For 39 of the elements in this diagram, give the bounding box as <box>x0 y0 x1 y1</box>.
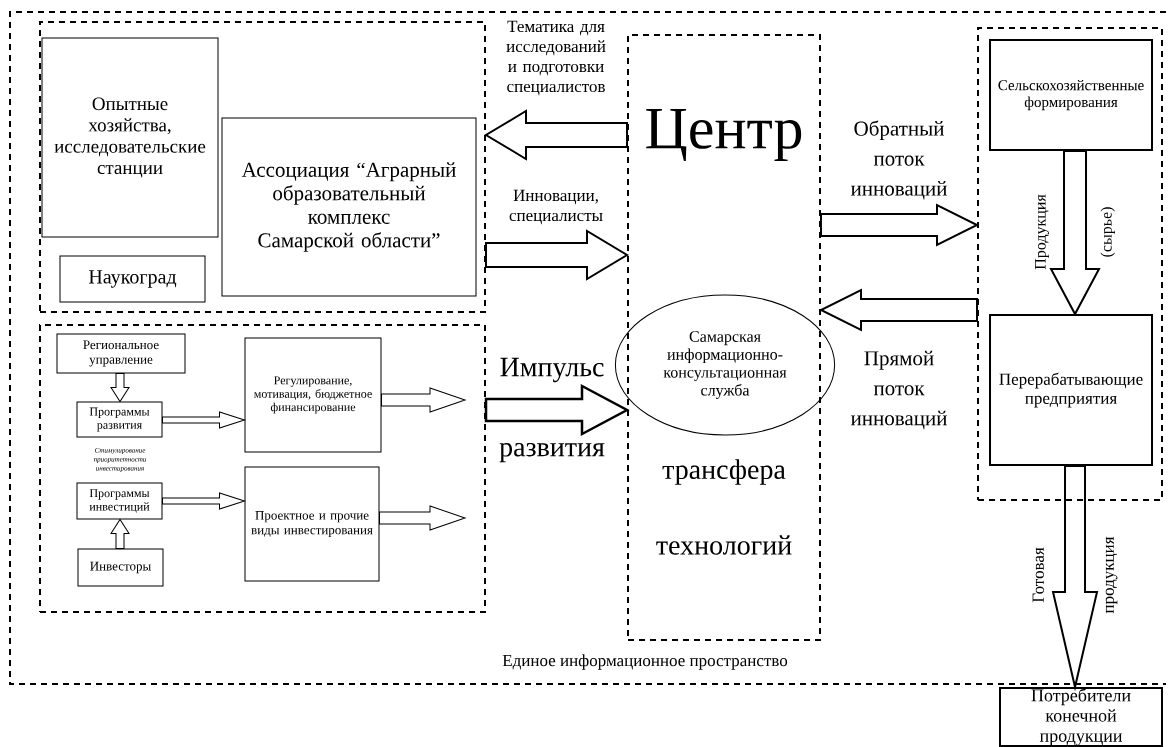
dashed-group <box>39 324 486 613</box>
block-arrow <box>110 373 130 402</box>
text-box: Перерабатывающие предприятия <box>989 314 1153 466</box>
block-arrow <box>110 519 130 549</box>
text-box: Программы развития <box>76 401 163 438</box>
block-arrow <box>1051 465 1099 692</box>
block-arrow <box>484 109 628 161</box>
dashed-group <box>977 27 1163 501</box>
text-box: Опытные хозяйства, исследовательские станции <box>41 37 219 238</box>
block-arrow <box>818 288 978 332</box>
text-box: Программы инвестиций <box>76 482 163 520</box>
edge-label: Готовая продукция <box>1032 536 1118 614</box>
text-box: Инвесторы <box>77 548 164 587</box>
block-arrow <box>162 411 245 429</box>
edge-label: Тематика для исследований и подготовки специалистов <box>506 20 606 96</box>
block-arrow <box>484 383 630 437</box>
edge-label: Прямой поток инноваций <box>850 350 947 430</box>
edge-label: Инновации, специалисты <box>509 189 603 225</box>
text-box: Потребители конечной продукции <box>999 687 1163 747</box>
block-arrow <box>379 505 466 531</box>
edge-label: Обратный поток инноваций <box>850 120 947 200</box>
text-box: Ассоциация “Аграрный образовательный комплекс Самарской области” <box>221 117 477 297</box>
dashed-group <box>39 21 486 313</box>
block-arrow <box>485 229 629 281</box>
text-box: Наукоград <box>59 255 206 303</box>
panel-text: технологий <box>656 535 792 555</box>
frame-caption: Единое информационное пространство <box>502 654 788 670</box>
block-arrow <box>1049 150 1101 317</box>
panel-text: трансфера <box>662 459 786 485</box>
text-box: Проектное и прочие виды инвестирования <box>244 466 380 582</box>
block-arrow <box>820 203 980 247</box>
edge-label: Продукция (сырье) <box>1035 194 1115 270</box>
block-arrow <box>381 387 466 413</box>
heading: Центр <box>646 108 802 162</box>
text-box: Регулирование, мотивация, бюджетное финансирование <box>244 337 382 453</box>
block-arrow <box>162 492 245 510</box>
edge-label: Импульс развития <box>499 357 605 463</box>
text-box: Сельскохозяйственные формирования <box>989 39 1153 151</box>
text-box: Региональное управление <box>56 333 186 374</box>
